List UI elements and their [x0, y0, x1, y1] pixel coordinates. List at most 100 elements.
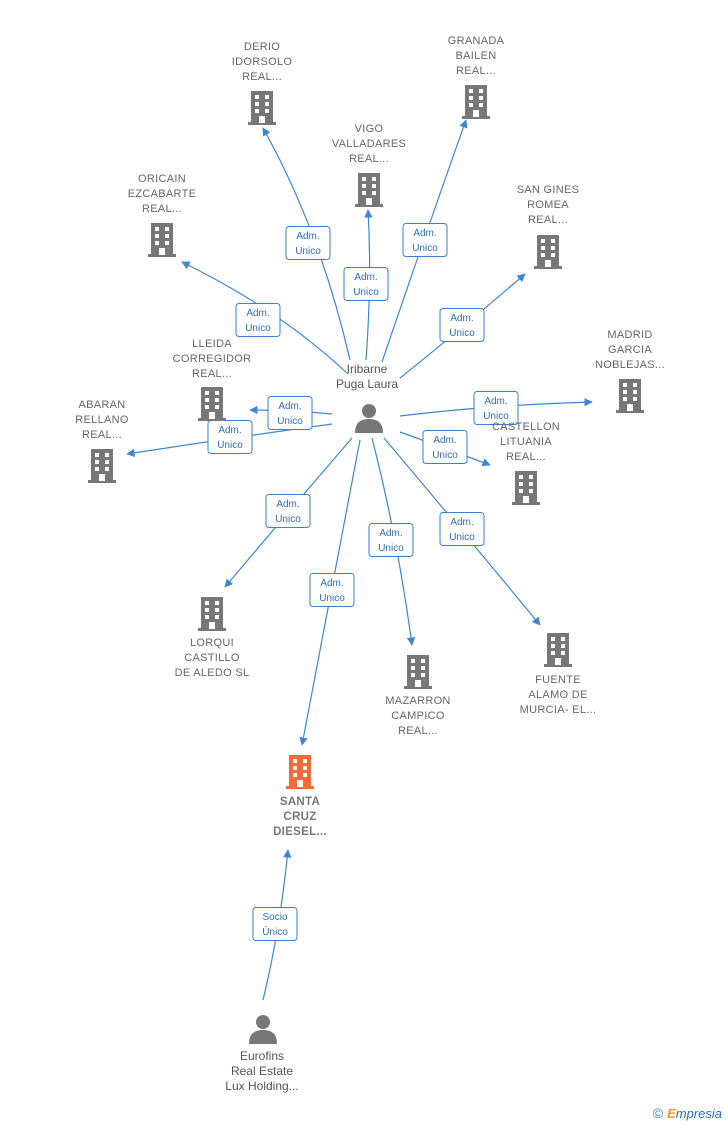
relation-label-sangines-box	[439, 308, 485, 342]
relation-label-lorqui[interactable]: Adm.Unico	[265, 494, 311, 528]
company-name: REAL...	[349, 153, 389, 165]
company-name: MADRID	[607, 329, 652, 341]
building-icon	[462, 85, 490, 119]
relation-label-fuente-box	[439, 512, 485, 546]
empresia-logo[interactable]: Empresia	[667, 1106, 722, 1121]
relation-label-abaran[interactable]: Adm. Unico	[207, 420, 253, 454]
relation-label-derio[interactable]: Adm. Unico	[285, 226, 331, 260]
person-name: Iribarne	[347, 362, 388, 376]
relation-label-mazarron[interactable]: Adm. Unico	[368, 523, 414, 557]
relation-label-abaran-line: Adm.	[218, 425, 241, 436]
relation-label-lorqui-box	[265, 494, 311, 528]
relation-label-oricain[interactable]: Adm.Unico	[235, 303, 281, 337]
relation-label-lleida-line: Unico	[277, 416, 303, 427]
building-icon	[355, 173, 383, 207]
company-name: CASTILLO	[184, 652, 240, 664]
relation-label-granada-box	[402, 223, 448, 257]
company-name: RELLANO	[75, 414, 129, 426]
building-icon	[616, 379, 644, 413]
relation-label-lorqui-line: Unico	[275, 514, 301, 525]
relation-label-mazarron-line: Unico	[378, 543, 404, 554]
relation-label-lleida[interactable]: Adm.Unico	[267, 396, 313, 430]
company-name: LLEIDA	[192, 338, 232, 350]
relation-label-derio-box	[285, 226, 331, 260]
company-name: REAL...	[528, 214, 568, 226]
company-name: GRANADA	[448, 35, 505, 47]
relation-label-granada[interactable]: Adm. Unico	[402, 223, 448, 257]
relation-label-vigo-line: Adm.	[354, 272, 377, 283]
owner-name: Eurofins	[240, 1049, 284, 1063]
relation-label-granada-line: Adm.	[413, 228, 436, 239]
relation-label-santacruz-line: Adm.	[320, 578, 343, 589]
relation-label-fuente[interactable]: Adm.Unico	[439, 512, 485, 546]
company-name: REAL...	[192, 368, 232, 380]
logo-text: mpresia	[675, 1105, 722, 1121]
company-node-lorqui[interactable]: LORQUI CASTILLO DE ALEDO SL	[175, 597, 250, 679]
company-node-derio[interactable]: DERIOIDORSOLOREAL...	[232, 41, 293, 125]
company-node-madrid[interactable]: MADRID GARCIA NOBLEJAS...	[595, 329, 665, 413]
company-name: LORQUI	[190, 637, 234, 649]
company-name: GARCIA	[608, 344, 652, 356]
relation-label-oricain-line: Adm.	[246, 308, 269, 319]
owner-name: Lux Holding...	[225, 1079, 298, 1093]
company-node-lleida[interactable]: LLEIDACORREGIDORREAL...	[173, 338, 252, 421]
main-company-name: DIESEL...	[273, 826, 327, 838]
relation-label-fuente-line: Adm.	[450, 517, 473, 528]
relation-label-castellon-box	[422, 430, 468, 464]
company-node-santa-cruz[interactable]: SANTACRUZDIESEL...	[273, 755, 327, 838]
relation-label-derio-line: Adm.	[296, 231, 319, 242]
building-icon	[286, 755, 314, 789]
relation-label-socio-unico-line: Único	[262, 925, 288, 938]
building-icon	[248, 91, 276, 125]
relation-label-santacruz[interactable]: Adm. Unico	[309, 573, 355, 607]
company-name: DERIO	[244, 41, 280, 53]
company-node-vigo[interactable]: VIGOVALLADARESREAL...	[332, 123, 406, 207]
relation-label-granada-line: Unico	[412, 243, 438, 254]
copyright-icon: ©	[652, 1105, 664, 1121]
person-name: Puga Laura	[336, 377, 398, 391]
relation-labels-layer: Adm.UnicoAdm.UnicoAdm.UnicoAdm.UnicoAdm.…	[207, 223, 519, 941]
edges-layer	[126, 119, 593, 1001]
company-name: DE ALEDO SL	[175, 667, 250, 679]
relation-label-castellon-line: Unico	[432, 450, 458, 461]
relation-label-abaran-line: Unico	[217, 440, 243, 451]
company-name: REAL...	[142, 203, 182, 215]
company-name: REAL...	[82, 429, 122, 441]
main-company-name: CRUZ	[283, 811, 316, 823]
company-name: NOBLEJAS...	[595, 359, 665, 371]
company-name: CASTELLON	[492, 421, 560, 433]
company-name: ORICAIN	[138, 173, 186, 185]
company-node-castellon[interactable]: CASTELLONLITUANIAREAL...	[492, 421, 560, 505]
relation-label-vigo[interactable]: Adm.Unico	[343, 267, 389, 301]
company-name: ABARAN	[78, 399, 125, 411]
building-icon	[512, 471, 540, 505]
company-name: MURCIA- EL...	[520, 704, 597, 716]
relation-label-mazarron-line: Adm.	[379, 528, 402, 539]
company-node-mazarron[interactable]: MAZARRONCAMPICOREAL...	[385, 655, 450, 737]
relation-label-madrid-box	[473, 391, 519, 425]
company-node-oricain[interactable]: ORICAINEZCABARTEREAL...	[128, 173, 197, 257]
relation-label-madrid[interactable]: Adm.Unico	[473, 391, 519, 425]
company-name: REAL...	[456, 65, 496, 77]
relation-label-sangines[interactable]: Adm.Unico	[439, 308, 485, 342]
building-icon	[544, 633, 572, 667]
company-name: VALLADARES	[332, 138, 406, 150]
company-name: FUENTE	[535, 674, 581, 686]
relation-label-castellon[interactable]: Adm. Unico	[422, 430, 468, 464]
building-icon	[198, 387, 226, 421]
relation-label-madrid-line: Unico	[483, 411, 509, 422]
relation-label-abaran-box	[207, 420, 253, 454]
relation-label-castellon-line: Adm.	[433, 435, 456, 446]
company-node-sangines[interactable]: SAN GINESROMEAREAL...	[517, 184, 580, 269]
company-node-granada[interactable]: GRANADABAILENREAL...	[448, 35, 505, 119]
company-name: ROMEA	[527, 199, 569, 211]
company-node-abaran[interactable]: ABARAN RELLANO REAL...	[75, 399, 129, 483]
relation-label-derio-line: Unico	[295, 246, 321, 257]
relation-label-santacruz-line: Unico	[319, 593, 345, 604]
